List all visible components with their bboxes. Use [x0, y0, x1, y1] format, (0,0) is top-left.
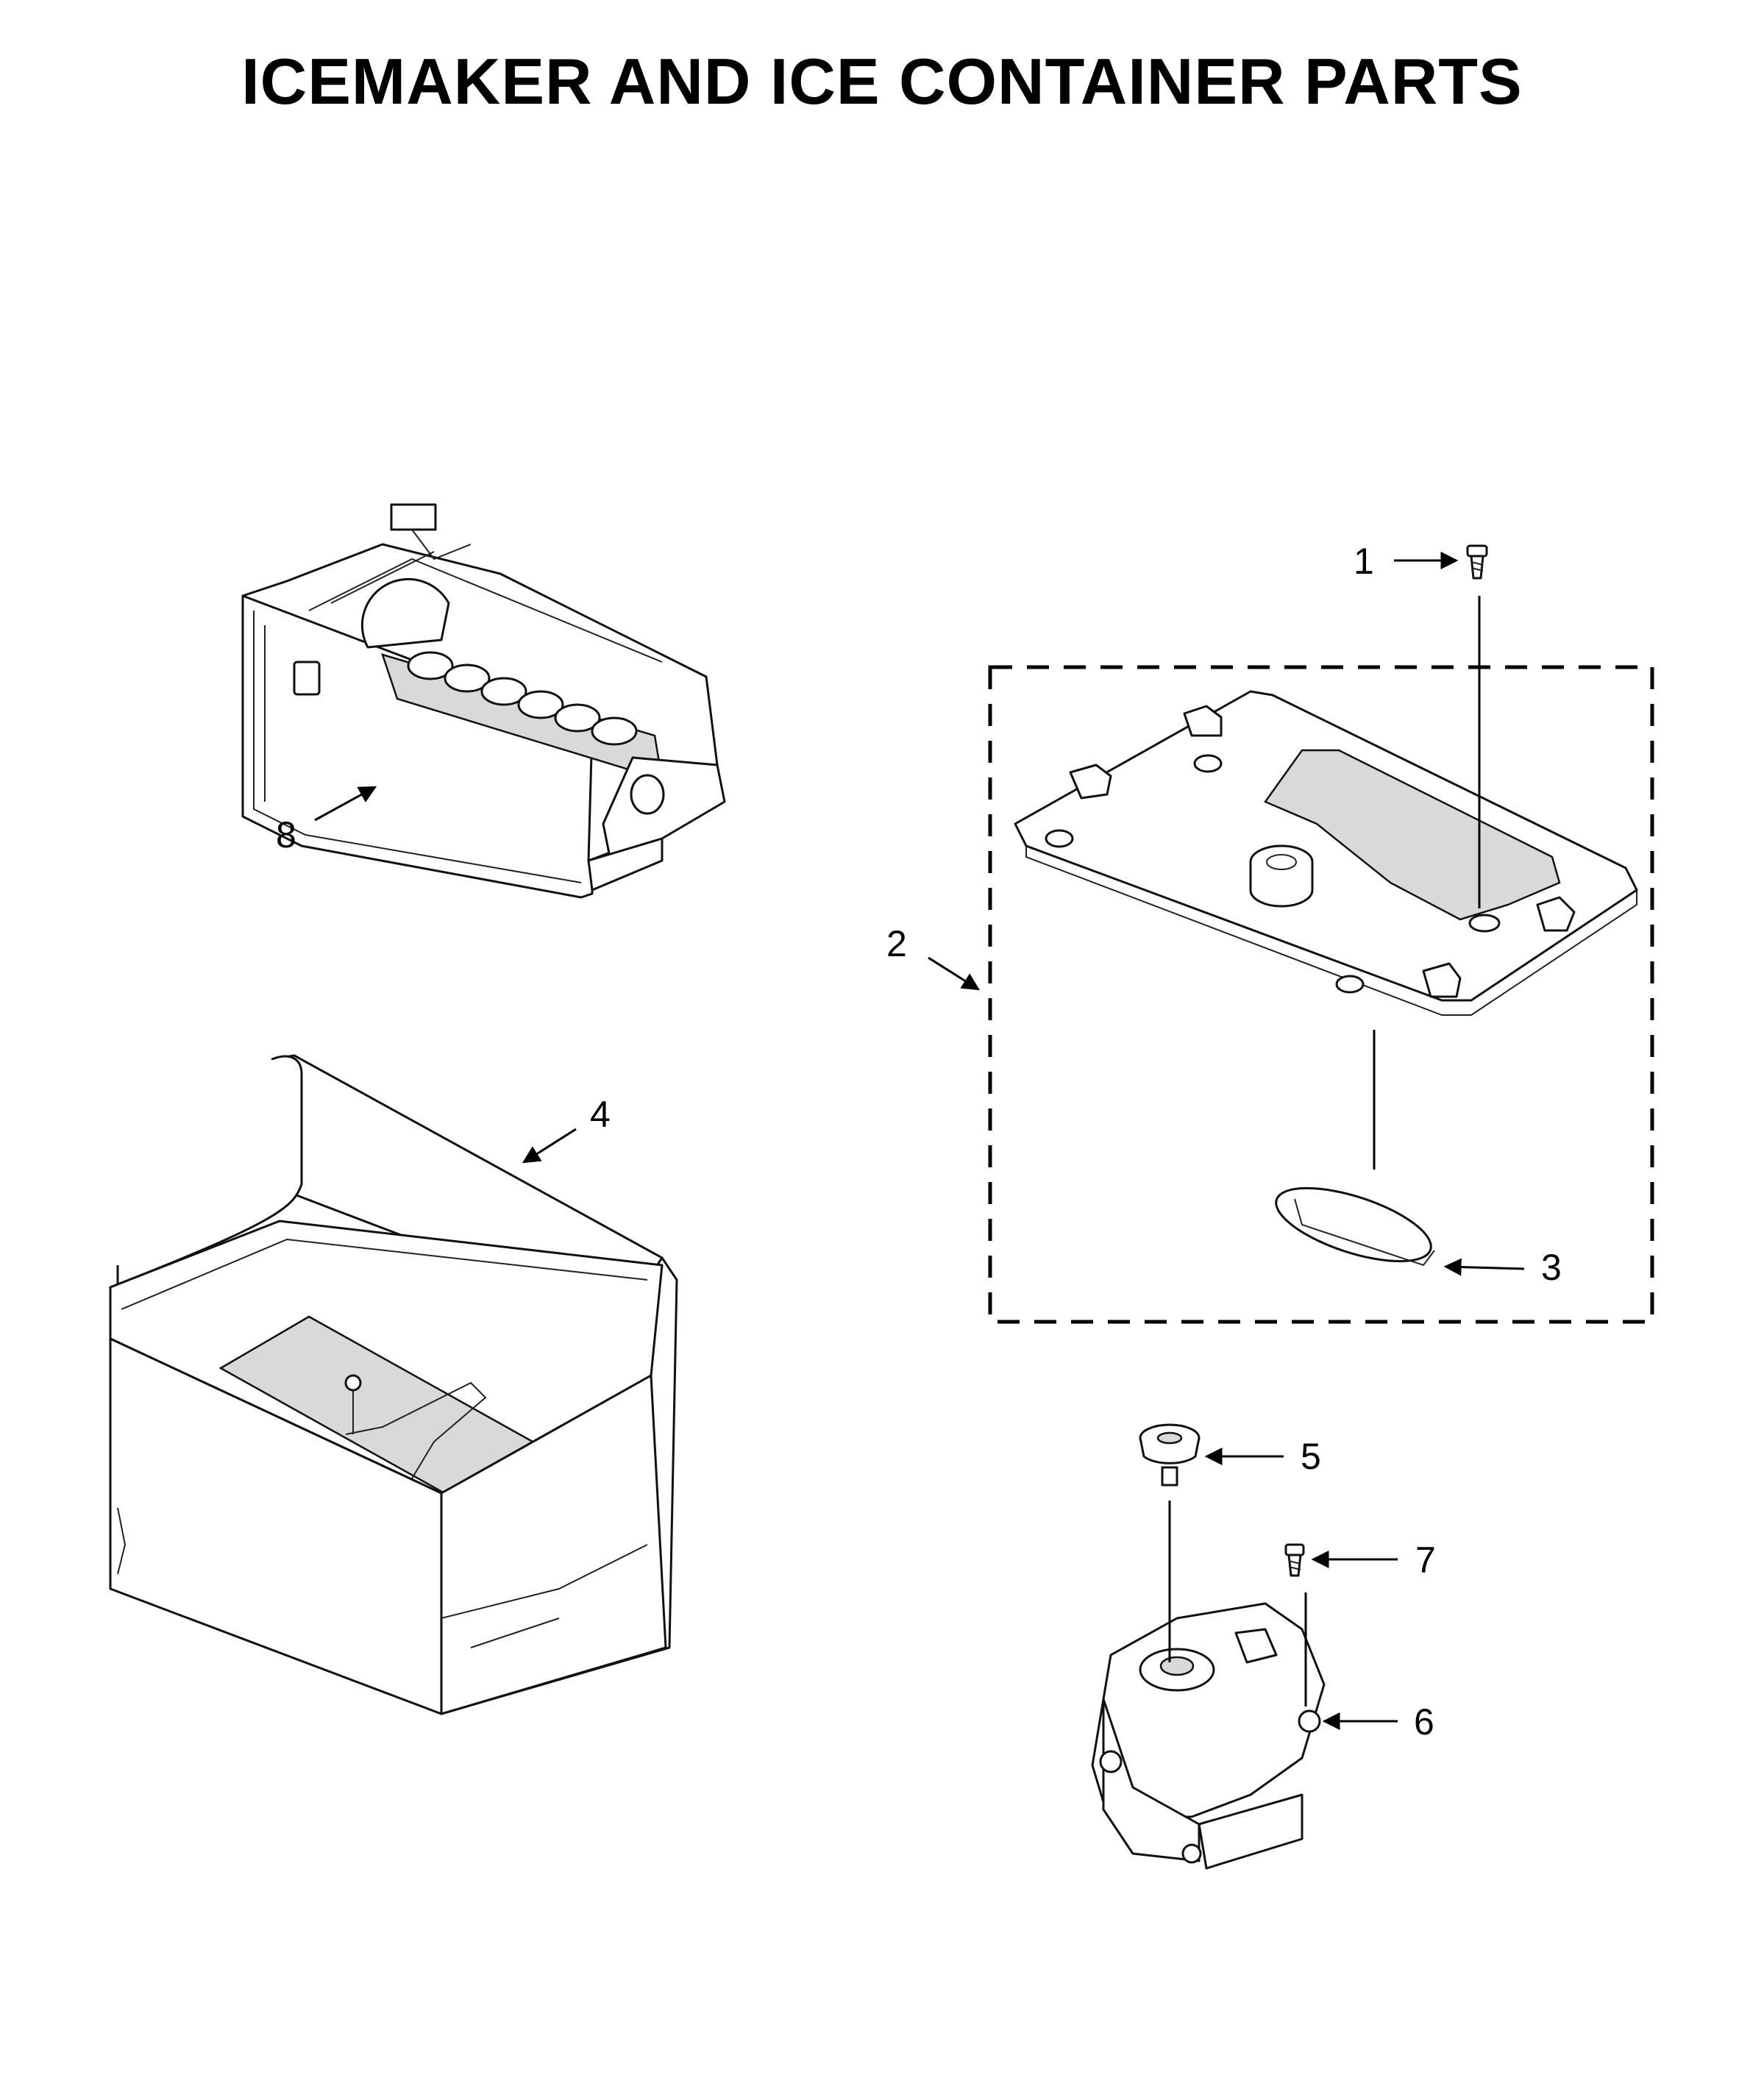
icemaker-assembly[interactable] — [241, 503, 726, 899]
mounting-screw-7[interactable] — [1284, 1543, 1305, 1577]
callout-5: 5 — [1204, 1436, 1321, 1477]
callout-label-1: 1 — [1354, 541, 1374, 582]
callout-3: 3 — [1443, 1247, 1562, 1288]
callout-label-8: 8 — [276, 814, 296, 855]
drive-coupler[interactable] — [1139, 1423, 1201, 1487]
diagram-title: ICEMAKER AND ICE CONTAINER PARTS — [241, 45, 1523, 118]
outlet-gasket[interactable] — [1268, 1173, 1440, 1276]
callout-label-7: 7 — [1415, 1540, 1436, 1581]
ice-container[interactable] — [109, 1054, 678, 1715]
callout-6: 6 — [1322, 1701, 1434, 1743]
assembly-2-group-outline — [988, 665, 1654, 1324]
wire-connector-icon — [390, 503, 437, 531]
callout-2: 2 — [886, 923, 981, 991]
mounting-screw-1[interactable] — [1466, 544, 1488, 580]
callout-4: 4 — [522, 1094, 611, 1164]
callout-label-5: 5 — [1301, 1436, 1321, 1477]
callout-label-6: 6 — [1414, 1701, 1434, 1743]
ice-mold-cups — [381, 651, 664, 781]
ejector-blade-icon — [360, 577, 450, 649]
callout-1: 1 — [1354, 541, 1459, 582]
callout-label-2: 2 — [886, 923, 907, 964]
callout-7: 7 — [1311, 1540, 1436, 1581]
icemaker-switch-icon — [293, 661, 321, 696]
callout-8: 8 — [276, 786, 377, 855]
auger-motor[interactable] — [1091, 1602, 1326, 1870]
container-base-plate[interactable] — [1014, 690, 1638, 1016]
callout-label-3: 3 — [1541, 1247, 1562, 1288]
callout-label-4: 4 — [590, 1094, 611, 1135]
